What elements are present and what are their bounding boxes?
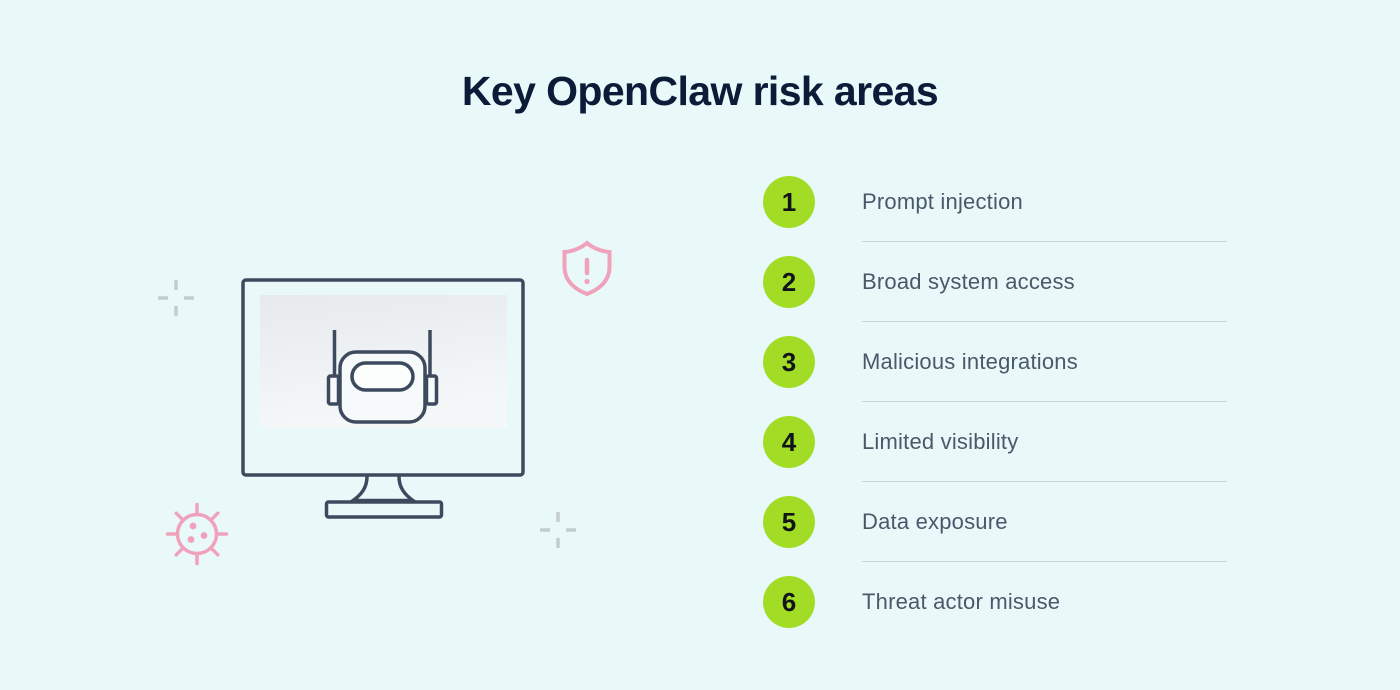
robot-antenna [332,330,432,376]
risk-list-item: 1 Prompt injection [763,176,1227,256]
risk-number-badge: 1 [763,176,815,228]
risk-label: Prompt injection [862,189,1023,214]
risk-list: 1 Prompt injection 2 Broad system access… [763,176,1227,656]
robot-ear-left [326,374,341,406]
risk-label: Data exposure [862,509,1008,534]
shield-alert-icon [562,240,612,297]
risk-number-badge: 2 [763,256,815,308]
risk-number-badge: 3 [763,336,815,388]
risk-number-badge: 5 [763,496,815,548]
risk-list-item: 6 Threat actor misuse [763,576,1227,656]
monitor-stand-neck [347,476,419,503]
monitor-stand-base [324,500,444,519]
risk-label: Threat actor misuse [862,589,1061,614]
risk-label: Limited visibility [862,429,1019,454]
risk-list-item: 4 Limited visibility [763,416,1227,496]
risk-label: Malicious integrations [862,349,1078,374]
page-title: Key OpenClaw risk areas [461,68,939,114]
robot-icon [326,330,439,424]
crosshair-icon [158,280,194,316]
risk-number-badge: 6 [763,576,815,628]
virus-icon [165,502,229,566]
risk-list-item: 2 Broad system access [763,256,1227,336]
robot-visor [350,361,415,392]
crosshair-icon [540,512,576,548]
risk-label: Broad system access [862,269,1075,294]
risk-number-badge: 4 [763,416,815,468]
risk-list-item: 3 Malicious integrations [763,336,1227,416]
robot-ear-right [424,374,439,406]
risk-list-item: 5 Data exposure [763,496,1227,576]
monitor-robot-illustration [158,240,612,566]
